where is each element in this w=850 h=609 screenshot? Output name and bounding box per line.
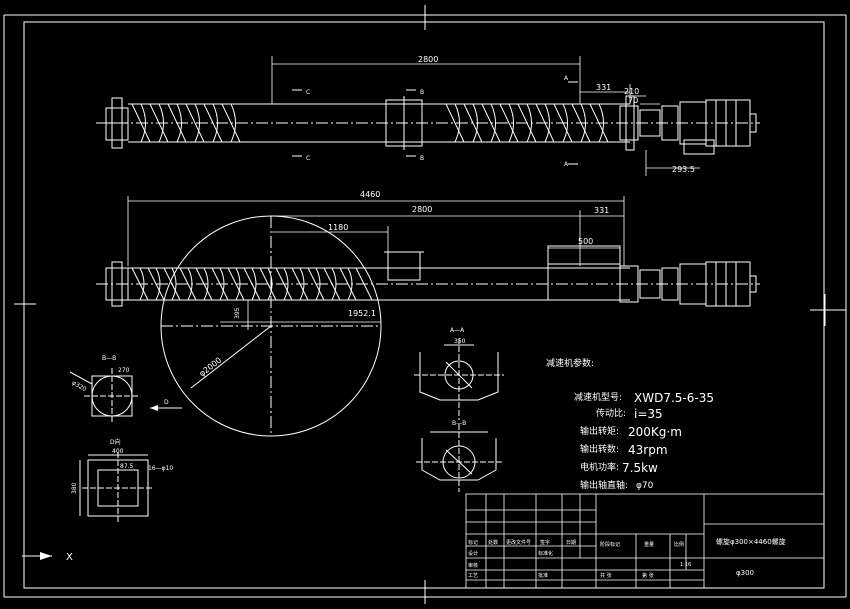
section-label-bb-right: B—B [452, 420, 466, 427]
dim-16-holes: 16—φ10 [148, 465, 173, 472]
section-mark-a-bottom: A [564, 161, 569, 168]
tb-label-review: 审核 [468, 562, 478, 569]
dim-front-1952: 1952.1 [348, 309, 376, 318]
tb-label-sign: 签字 [540, 539, 550, 546]
tb-label-process: 工艺 [468, 573, 478, 579]
view-mark-d: D [164, 399, 169, 406]
section-mark-a-top: A [564, 75, 569, 82]
dim-87-5: 87.5 [120, 463, 134, 470]
title-block [465, 493, 825, 589]
param-torque-label: 输出转矩: [580, 425, 619, 437]
param-shaft-value: φ70 [636, 481, 654, 491]
tb-label-total: 共 张 [600, 572, 612, 579]
section-mark-c-bottom: C [306, 155, 310, 162]
tb-label-stage: 阶段标记 [600, 541, 620, 548]
dim-top-210: 210 [624, 87, 639, 96]
front-dimensions [127, 196, 625, 330]
param-model-label: 减速机型号: [574, 391, 622, 403]
dim-380: 380 [71, 482, 78, 494]
param-speed-label: 输出转数: [580, 443, 619, 455]
dim-front-395: 395 [234, 307, 241, 319]
corner-x-mark: X [66, 552, 73, 563]
drawing-title: 螺旋φ300×4460螺旋 [716, 537, 786, 546]
conveyor-top-view [96, 81, 760, 165]
dim-top-293: 293.5 [672, 165, 695, 174]
section-label-aa: A—A [450, 327, 465, 334]
section-label-d-view: D向 [110, 438, 121, 446]
dim-front-4460: 4460 [360, 190, 380, 199]
title-block-text: 螺旋φ300×4460螺旋 φ300 1:16 标记 处数 更改文件号 签字 日… [468, 537, 786, 579]
dim-top-70: 70 [628, 96, 638, 105]
tb-label-count: 处数 [488, 539, 498, 546]
section-mark-b-bottom: B [420, 155, 424, 162]
dim-350: 350 [454, 338, 466, 345]
tb-label-ratio: 比例 [674, 541, 684, 548]
section-mark-b-top: B [420, 89, 424, 96]
drawing-scale: 1:16 [680, 562, 691, 568]
dim-front-1180: 1180 [328, 223, 348, 232]
param-power-label: 电机功率: [580, 461, 619, 473]
section-mark-c-top: C [306, 89, 310, 96]
param-shaft-label: 输出轴直轴: [580, 479, 628, 491]
sheet-frame [3, 5, 847, 604]
section-details [69, 338, 504, 522]
param-speed-value: 43rpm [628, 443, 668, 457]
tb-label-approve: 批准 [538, 572, 548, 579]
params-heading: 减速机参数: [546, 357, 594, 369]
param-torque-value: 200Kg·m [628, 425, 682, 439]
tb-label-standard: 标准化 [538, 550, 553, 557]
conveyor-front-view [96, 215, 760, 437]
tb-label-weight: 重量 [644, 541, 654, 548]
param-model-value: XWD7.5-6-35 [634, 391, 714, 405]
reducer-parameters: 减速机参数: 减速机型号: XWD7.5-6-35 传动比: i=35 输出转矩… [546, 357, 714, 491]
param-ratio-label: 传动比: [596, 407, 626, 419]
drawing-spec: φ300 [736, 569, 754, 577]
tb-label-design: 设计 [468, 550, 478, 557]
param-ratio-value: i=35 [634, 407, 663, 421]
tb-label-mark: 标记 [468, 539, 478, 546]
dim-400: 400 [112, 448, 124, 455]
dim-front-500: 500 [578, 237, 593, 246]
param-power-value: 7.5kw [622, 461, 658, 475]
dim-front-2800: 2800 [412, 205, 432, 214]
top-dimensions [271, 56, 700, 176]
tb-label-sheet: 第 张 [642, 572, 654, 579]
dim-270: 270 [118, 367, 130, 374]
tb-label-change: 更改文件号 [506, 539, 531, 546]
dim-front-331: 331 [594, 206, 609, 215]
dim-top-331: 331 [596, 83, 611, 92]
tb-label-date: 日期 [566, 540, 576, 546]
section-label-bb: B—B [102, 355, 116, 362]
dim-top-2800: 2800 [418, 55, 438, 64]
